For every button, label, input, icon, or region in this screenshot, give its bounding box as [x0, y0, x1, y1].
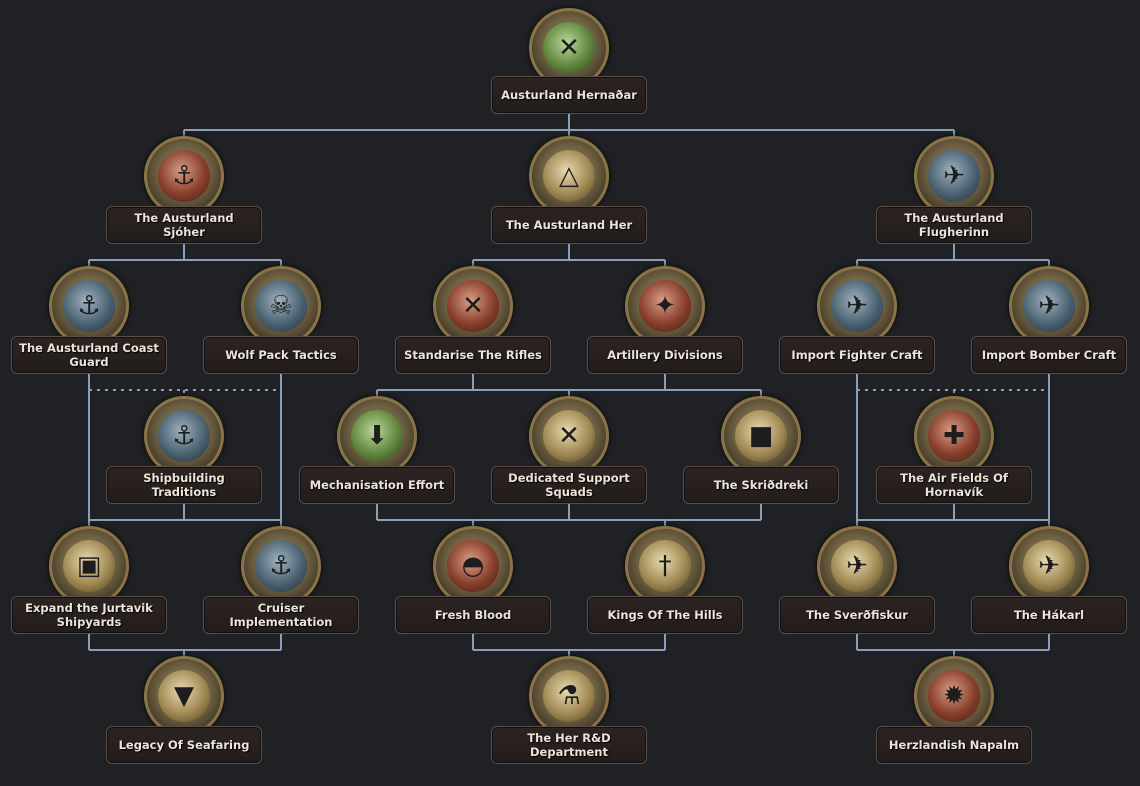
fighter-plane-icon[interactable] — [817, 266, 897, 346]
rifles-icon-glyph: ✕ — [462, 291, 484, 321]
crane-crate-icon-glyph: ▣ — [76, 551, 102, 581]
focus-rifles[interactable]: ✕ Standarise The Rifles — [395, 266, 551, 396]
focus-mechanisation[interactable]: ⬇ Mechanisation Effort — [299, 396, 455, 526]
crane-crate-icon[interactable] — [49, 526, 129, 606]
focus-sjoher[interactable]: ⚓ The Austurland Sjóher — [106, 136, 262, 266]
focus-shipbuilding[interactable]: ⚓ Shipbuilding Traditions — [106, 396, 262, 526]
sword-laurel-icon-glyph: † — [658, 551, 672, 581]
focus-label[interactable]: Mechanisation Effort — [299, 466, 455, 504]
crossed-rifles-icon[interactable] — [529, 8, 609, 88]
focus-hernadar[interactable]: ✕ Austurland Hernaðar — [491, 8, 647, 138]
focus-label[interactable]: Dedicated Support Squads — [491, 466, 647, 504]
focus-freshblood[interactable]: ◓ Fresh Blood — [395, 526, 551, 656]
focus-flugherinn[interactable]: ✈ The Austurland Flugherinn — [876, 136, 1032, 266]
fighter-plane-icon[interactable] — [914, 136, 994, 216]
focus-cruiser[interactable]: ⚓ Cruiser Implementation — [203, 526, 359, 656]
bomber-plane-icon-glyph: ✈ — [1038, 291, 1060, 321]
focus-label[interactable]: Kings Of The Hills — [587, 596, 743, 634]
naval-cap-icon[interactable] — [144, 136, 224, 216]
focus-label[interactable]: Wolf Pack Tactics — [203, 336, 359, 374]
bomber-plane-icon[interactable] — [1009, 526, 1089, 606]
cruiser-ship-icon-glyph: ⚓ — [269, 551, 293, 581]
winged-propeller-icon[interactable] — [914, 396, 994, 476]
rifles-icon[interactable] — [433, 266, 513, 346]
artillery-gun-icon-glyph: ✦ — [654, 291, 676, 321]
focus-label[interactable]: The Sverðfiskur — [779, 596, 935, 634]
focus-label[interactable]: The Air Fields Of Hornavík — [876, 466, 1032, 504]
focus-coastguard[interactable]: ⚓ The Austurland Coast Guard — [11, 266, 167, 396]
focus-label[interactable]: The Austurland Coast Guard — [11, 336, 167, 374]
sword-laurel-icon[interactable] — [625, 526, 705, 606]
focus-label[interactable]: Expand the Jurtavik Shipyards — [11, 596, 167, 634]
focus-jurtavik[interactable]: ▣ Expand the Jurtavik Shipyards — [11, 526, 167, 656]
focus-label[interactable]: Cruiser Implementation — [203, 596, 359, 634]
tank-icon-glyph: ■ — [748, 421, 774, 451]
focus-label[interactable]: The Skriðdreki — [683, 466, 839, 504]
focus-seafaring[interactable]: ▼ Legacy Of Seafaring — [106, 656, 262, 786]
focus-label[interactable]: The Austurland Flugherinn — [876, 206, 1032, 244]
fighter-plane-icon-glyph: ✈ — [943, 161, 965, 191]
focus-rnd[interactable]: ⚗ The Her R&D Department — [491, 656, 647, 786]
fighter-plane-icon[interactable] — [817, 526, 897, 606]
fighter-plane-icon-glyph: ✈ — [846, 551, 868, 581]
compass-triangle-icon[interactable] — [529, 136, 609, 216]
focus-artillery[interactable]: ✦ Artillery Divisions — [587, 266, 743, 396]
focus-fighter[interactable]: ✈ Import Fighter Craft — [779, 266, 935, 396]
focus-label[interactable]: The Hákarl — [971, 596, 1127, 634]
focus-her[interactable]: △ The Austurland Her — [491, 136, 647, 266]
focus-label[interactable]: The Austurland Her — [491, 206, 647, 244]
focus-label[interactable]: Fresh Blood — [395, 596, 551, 634]
focus-label[interactable]: Shipbuilding Traditions — [106, 466, 262, 504]
cruiser-ship-icon[interactable] — [241, 526, 321, 606]
artillery-gun-icon[interactable] — [625, 266, 705, 346]
focus-label[interactable]: Artillery Divisions — [587, 336, 743, 374]
bomber-plane-icon[interactable] — [1009, 266, 1089, 346]
bomber-plane-icon-glyph: ✈ — [1038, 551, 1060, 581]
anchor-ship-icon-glyph: ⚓ — [77, 291, 101, 321]
focus-hakarl[interactable]: ✈ The Hákarl — [971, 526, 1127, 656]
tank-icon[interactable] — [721, 396, 801, 476]
focus-sverdfiskur[interactable]: ✈ The Sverðfiskur — [779, 526, 935, 656]
focus-label[interactable]: Legacy Of Seafaring — [106, 726, 262, 764]
wolf-head-icon-glyph: ▼ — [174, 681, 194, 711]
focus-label[interactable]: Import Bomber Craft — [971, 336, 1127, 374]
winged-propeller-icon-glyph: ✚ — [943, 421, 965, 451]
crossed-rifles-icon-glyph: ✕ — [558, 33, 580, 63]
focus-napalm[interactable]: ✹ Herzlandish Napalm — [876, 656, 1032, 786]
skull-submarine-icon[interactable] — [241, 266, 321, 346]
napalm-fire-icon-glyph: ✹ — [943, 681, 965, 711]
ship-blueprint-icon-glyph: ⚓ — [172, 421, 196, 451]
focus-support[interactable]: ✕ Dedicated Support Squads — [491, 396, 647, 526]
focus-label[interactable]: The Austurland Sjóher — [106, 206, 262, 244]
focus-skridreki[interactable]: ■ The Skriðdreki — [683, 396, 839, 526]
focus-label[interactable]: Austurland Hernaðar — [491, 76, 647, 114]
focus-bomber[interactable]: ✈ Import Bomber Craft — [971, 266, 1127, 396]
focus-label[interactable]: The Her R&D Department — [491, 726, 647, 764]
fighter-plane-icon-glyph: ✈ — [846, 291, 868, 321]
flask-icon-glyph: ⚗ — [557, 681, 581, 711]
focus-airfields[interactable]: ✚ The Air Fields Of Hornavík — [876, 396, 1032, 526]
napalm-fire-icon[interactable] — [914, 656, 994, 736]
helmet-icon[interactable] — [433, 526, 513, 606]
anchor-ship-icon[interactable] — [49, 266, 129, 346]
wolf-head-icon[interactable] — [144, 656, 224, 736]
focus-label[interactable]: Import Fighter Craft — [779, 336, 935, 374]
focus-label[interactable]: Standarise The Rifles — [395, 336, 551, 374]
focus-label[interactable]: Herzlandish Napalm — [876, 726, 1032, 764]
green-arrow-icon[interactable] — [337, 396, 417, 476]
helmet-icon-glyph: ◓ — [461, 551, 485, 581]
crossed-shovels-icon-glyph: ✕ — [558, 421, 580, 451]
skull-submarine-icon-glyph: ☠ — [269, 291, 293, 321]
naval-cap-icon-glyph: ⚓ — [172, 161, 196, 191]
focus-kings[interactable]: † Kings Of The Hills — [587, 526, 743, 656]
compass-triangle-icon-glyph: △ — [559, 161, 579, 191]
ship-blueprint-icon[interactable] — [144, 396, 224, 476]
flask-icon[interactable] — [529, 656, 609, 736]
green-arrow-icon-glyph: ⬇ — [366, 421, 388, 451]
focus-wolfpack[interactable]: ☠ Wolf Pack Tactics — [203, 266, 359, 396]
crossed-shovels-icon[interactable] — [529, 396, 609, 476]
